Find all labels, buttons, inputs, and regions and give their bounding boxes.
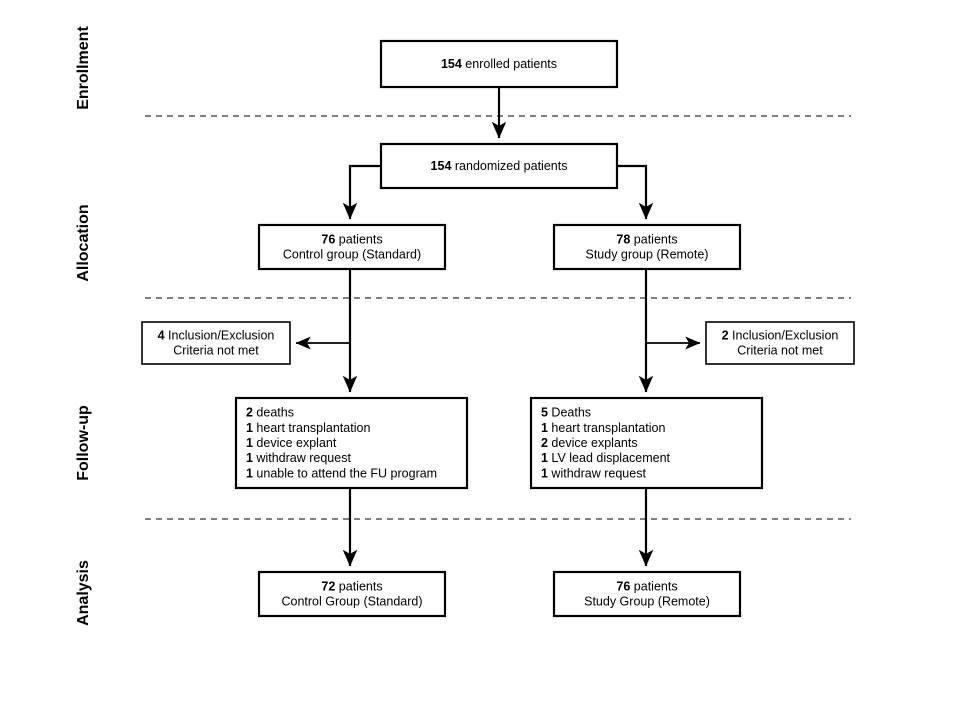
control-allocation-box-line-1: 76 patients: [321, 232, 382, 246]
control-followup-box-count-2: 1: [246, 421, 253, 435]
control-analysis-box-text-1: patients: [335, 579, 382, 593]
study-followup-box-text-5: withdraw request: [548, 466, 646, 480]
study-allocation-box-frame: [552, 223, 742, 271]
study-followup-box-text-4: LV lead displacement: [548, 451, 671, 465]
study-allocation-box-text-1: patients: [630, 232, 677, 246]
control-followup-box-line-1: 2 deaths: [246, 406, 294, 420]
study-followup-box-line-4: 1 LV lead displacement: [541, 451, 671, 465]
control-allocation-box-count-1: 76: [321, 232, 335, 246]
stage-label-analysis: Analysis: [75, 560, 92, 626]
study-followup-box-line-2: 1 heart transplantation: [541, 421, 665, 435]
control-allocation-box-frame: [257, 223, 447, 271]
stage-label-enrollment: Enrollment: [75, 26, 92, 110]
connector-randomized-split-left: [342, 164, 381, 220]
control-followup-box-text-4: withdraw request: [253, 451, 351, 465]
control-exclusion-box-line-1: 4 Inclusion/Exclusion: [158, 328, 275, 342]
study-allocation-box-text-2: Study group (Remote): [586, 248, 709, 262]
randomized-box-text-1: randomized patients: [451, 159, 567, 173]
control-followup-box-text-1: deaths: [253, 406, 294, 420]
control-allocation-box-line-2: Control group (Standard): [283, 248, 421, 262]
study-exclusion-box-frame: [705, 321, 855, 365]
enrolled-box-count-1: 154: [441, 57, 462, 71]
control-followup-box-frame: [234, 396, 469, 490]
study-followup-box-count-5: 1: [541, 466, 548, 480]
study-followup-box-text-2: heart transplantation: [548, 421, 665, 435]
control-followup-box-text-2: heart transplantation: [253, 421, 370, 435]
study-followup-box-count-1: 5: [541, 406, 548, 420]
control-exclusion-box-text-2: Criteria not met: [173, 344, 259, 358]
study-exclusion-box-text-2: Criteria not met: [737, 344, 823, 358]
study-analysis-box-text-1: patients: [630, 579, 677, 593]
control-followup-box-count-3: 1: [246, 436, 253, 450]
study-analysis-box-text-2: Study Group (Remote): [584, 595, 710, 609]
control-followup-box-text-5: unable to attend the FU program: [253, 466, 437, 480]
study-allocation-box-line-1: 78 patients: [616, 232, 677, 246]
control-allocation-box-text-1: patients: [335, 232, 382, 246]
study-followup-box-text-3: device explants: [548, 436, 638, 450]
enrolled-box-text-1: enrolled patients: [462, 57, 557, 71]
control-exclusion-box-line-2: Criteria not met: [173, 344, 259, 358]
control-followup-box-count-1: 2: [246, 406, 253, 420]
randomized-box-line-1: 154 randomized patients: [431, 159, 568, 173]
randomized-box-count-1: 154: [431, 159, 452, 173]
study-followup-box-count-4: 1: [541, 451, 548, 465]
control-allocation-box-text-2: Control group (Standard): [283, 248, 421, 262]
stage-label-allocation: Allocation: [75, 204, 92, 281]
enrolled-box: 154 enrolled patients: [379, 39, 619, 89]
control-followup-box-count-4: 1: [246, 451, 253, 465]
connectors: [295, 87, 701, 567]
control-analysis-box-frame: [257, 570, 447, 618]
connector-randomized-split-right: [617, 164, 654, 220]
study-followup-box-count-3: 2: [541, 436, 548, 450]
study-exclusion-box-line-2: Criteria not met: [737, 344, 823, 358]
study-followup-box-text-1: Deaths: [548, 406, 591, 420]
study-followup-box-line-5: 1 withdraw request: [541, 466, 646, 480]
study-analysis-box-frame: [552, 570, 742, 618]
control-followup-box-text-3: device explant: [253, 436, 337, 450]
control-analysis-box-count-1: 72: [321, 579, 335, 593]
study-analysis-box-line-1: 76 patients: [616, 579, 677, 593]
control-followup-box-line-3: 1 device explant: [246, 436, 337, 450]
control-analysis-box-line-2: Control Group (Standard): [281, 595, 422, 609]
study-exclusion-box-text-1: Inclusion/Exclusion: [729, 328, 839, 342]
study-followup-box-line-1: 5 Deaths: [541, 406, 591, 420]
control-exclusion-box-count-1: 4: [158, 328, 165, 342]
randomized-box: 154 randomized patients: [379, 142, 619, 190]
study-analysis-box-count-1: 76: [616, 579, 630, 593]
control-followup-box-line-5: 1 unable to attend the FU program: [246, 466, 437, 480]
control-followup-box-line-4: 1 withdraw request: [246, 451, 351, 465]
randomized-box-frame: [379, 142, 619, 190]
stage-label-followup: Follow-up: [75, 405, 92, 481]
study-allocation-box-line-2: Study group (Remote): [586, 248, 709, 262]
study-followup-box-count-2: 1: [541, 421, 548, 435]
enrolled-box-line-1: 154 enrolled patients: [441, 57, 557, 71]
control-followup-box-count-5: 1: [246, 466, 253, 480]
study-followup-box-line-3: 2 device explants: [541, 436, 638, 450]
study-exclusion-box-count-1: 2: [722, 328, 729, 342]
control-analysis-box-text-2: Control Group (Standard): [281, 595, 422, 609]
study-exclusion-box-line-1: 2 Inclusion/Exclusion: [722, 328, 839, 342]
control-exclusion-box-frame: [141, 321, 291, 365]
study-followup-box-frame: [529, 396, 764, 490]
study-analysis-box-line-2: Study Group (Remote): [584, 595, 710, 609]
control-analysis-box-line-1: 72 patients: [321, 579, 382, 593]
study-allocation-box-count-1: 78: [616, 232, 630, 246]
control-exclusion-box-text-1: Inclusion/Exclusion: [165, 328, 275, 342]
control-followup-box-line-2: 1 heart transplantation: [246, 421, 370, 435]
enrolled-box-frame: [379, 39, 619, 89]
